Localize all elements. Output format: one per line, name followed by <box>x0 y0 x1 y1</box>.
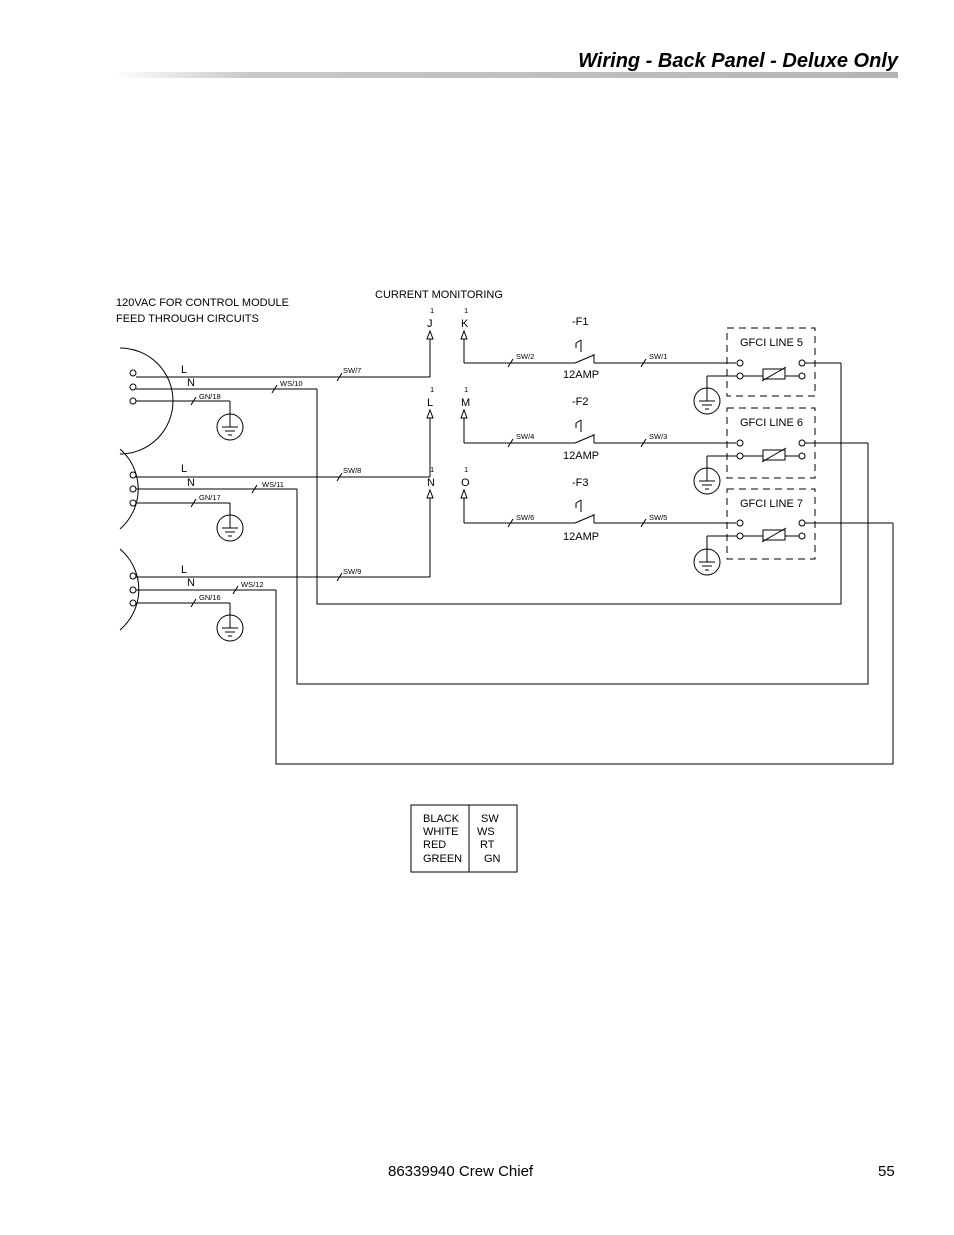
outlet-2-gnd-wire: GN/17 <box>199 493 221 502</box>
outlet-1-n-wire: WS/10 <box>280 379 303 388</box>
outlet-3-l-label: L <box>181 564 187 576</box>
gfci-line-5-label: GFCI LINE 5 <box>740 337 803 349</box>
gfci-line-6-label: GFCI LINE 6 <box>740 417 803 429</box>
fuse-1-in-wire: SW/2 <box>516 352 534 361</box>
monitor-row-1: 1 1 J K <box>426 306 469 377</box>
neutral-return-2 <box>296 443 869 685</box>
monitor-row-2-num-a: 1 <box>430 385 434 394</box>
monitor-row-3-right: O <box>461 477 470 489</box>
outlet-1: L N SW/7 WS/10 GN/18 <box>119 347 430 455</box>
page-title: Wiring - Back Panel - Deluxe Only <box>578 50 898 72</box>
gfci-line-5: GFCI LINE 5 <box>693 327 841 415</box>
outlet-2-n-wire: WS/11 <box>262 480 284 489</box>
fuse-2-out-wire: SW/3 <box>649 432 667 441</box>
outlet-1-n-label: N <box>187 377 195 389</box>
fuse-row-2: SW/4 -F2 12AMP SW/3 <box>464 396 736 462</box>
outlet-1-l-label: L <box>181 364 187 376</box>
legend-color-red: RED <box>423 839 446 851</box>
footer-document-id: 86339940 Crew Chief <box>388 1163 534 1180</box>
neutral-return-1 <box>316 363 842 605</box>
fuse-1-out-wire: SW/1 <box>649 352 667 361</box>
color-legend: BLACK WHITE RED GREEN SW WS RT GN <box>410 804 518 873</box>
gfci-line-7-label: GFCI LINE 7 <box>740 498 803 510</box>
monitor-row-1-num-a: 1 <box>430 306 434 315</box>
monitor-row-1-num-b: 1 <box>464 306 468 315</box>
monitor-row-1-left: J <box>427 318 433 330</box>
monitor-row-3-num-b: 1 <box>464 465 468 474</box>
title-rule <box>112 72 898 78</box>
fuse-2-in-wire: SW/4 <box>516 432 534 441</box>
legend-color-green: GREEN <box>423 853 462 865</box>
outlet-3-gnd-wire: GN/16 <box>199 593 221 602</box>
monitor-row-1-right: K <box>461 318 469 330</box>
monitor-row-3: 1 1 N O <box>426 465 470 577</box>
fuse-row-3: SW/6 -F3 12AMP SW/5 <box>464 477 736 543</box>
monitor-row-2-left: L <box>427 397 433 409</box>
footer-page-number: 55 <box>878 1163 895 1180</box>
legend-code-ws: WS <box>477 826 495 838</box>
outlet-3-n-wire: WS/12 <box>241 580 264 589</box>
outlet-2-l-wire: SW/8 <box>343 466 361 475</box>
outlet-3-n-label: N <box>187 577 195 589</box>
fuse-3-rating: 12AMP <box>563 531 599 543</box>
fuse-2-rating: 12AMP <box>563 450 599 462</box>
legend-code-gn: GN <box>484 853 501 865</box>
left-note-line-1: 120VAC FOR CONTROL MODULE <box>116 297 289 309</box>
gfci-line-7: GFCI LINE 7 <box>693 488 893 576</box>
fuse-3-out-wire: SW/5 <box>649 513 667 522</box>
monitor-row-3-num-a: 1 <box>430 465 434 474</box>
outlet-2: L N SW/8 WS/11 GN/17 <box>119 448 430 542</box>
monitor-row-3-left: N <box>427 477 435 489</box>
fuse-2-name: -F2 <box>572 396 589 408</box>
fuse-1-name: -F1 <box>572 316 589 328</box>
outlet-1-l-wire: SW/7 <box>343 366 361 375</box>
fuse-3-in-wire: SW/6 <box>516 513 534 522</box>
current-monitoring-label: CURRENT MONITORING <box>375 289 503 301</box>
neutral-return-3 <box>275 523 894 765</box>
monitor-row-2: 1 1 L M <box>426 385 470 477</box>
legend-code-sw: SW <box>481 813 499 825</box>
outlet-2-l-label: L <box>181 463 187 475</box>
legend-color-black: BLACK <box>423 813 460 825</box>
outlet-3-l-wire: SW/9 <box>343 567 361 576</box>
outlet-2-n-label: N <box>187 477 195 489</box>
outlet-1-gnd-wire: GN/18 <box>199 392 221 401</box>
monitor-row-2-right: M <box>461 397 470 409</box>
fuse-3-name: -F3 <box>572 477 589 489</box>
outlet-3: L N SW/9 WS/12 GN/16 <box>119 548 430 642</box>
monitor-row-2-num-b: 1 <box>464 385 468 394</box>
gfci-line-6: GFCI LINE 6 <box>693 407 868 495</box>
legend-code-rt: RT <box>480 839 495 851</box>
legend-color-white: WHITE <box>423 826 458 838</box>
left-note-line-2: FEED THROUGH CIRCUITS <box>116 313 259 325</box>
fuse-row-1: SW/2 -F1 12AMP SW/1 <box>464 316 736 381</box>
fuse-1-rating: 12AMP <box>563 369 599 381</box>
